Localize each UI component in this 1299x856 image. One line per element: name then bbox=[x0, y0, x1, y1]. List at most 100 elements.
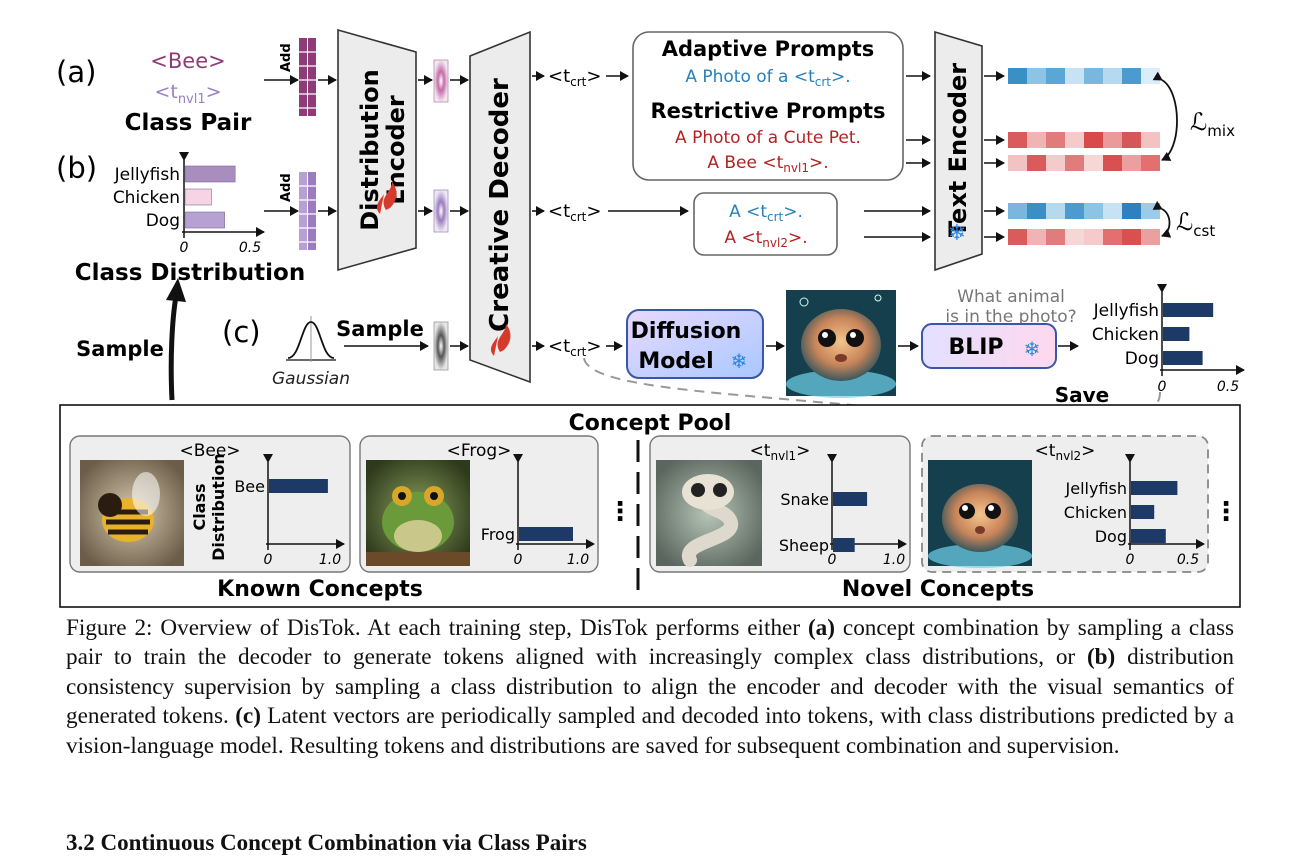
label-b: (b) bbox=[56, 151, 97, 185]
emb-adaptive-cell bbox=[1122, 68, 1141, 84]
restrictive-prompt-text2: A Bee <tnvl1>. bbox=[707, 153, 828, 175]
pred-dist-tick-0: 0 bbox=[1158, 379, 1167, 395]
emb-restrictive-1-cell bbox=[1027, 132, 1046, 148]
diffusion-model-line2: Model bbox=[638, 349, 713, 374]
emb-restrictive-2-cell bbox=[1122, 155, 1141, 171]
emb-restrictive-2-cell bbox=[1103, 155, 1122, 171]
card-nvl1-token: <tnvl1> bbox=[750, 441, 811, 463]
card-bee-label-bee: Bee bbox=[234, 477, 265, 496]
caption-intro: Overview of DisTok. At each training ste… bbox=[152, 615, 808, 641]
emb-restrictive-1-cell bbox=[1122, 132, 1141, 148]
tcrt-token-a: <tcrt> bbox=[548, 66, 601, 89]
save-label: Save bbox=[1055, 383, 1110, 407]
emb-crt-cell bbox=[1141, 203, 1160, 219]
sample-label-left: Sample bbox=[76, 337, 164, 361]
class-dist-bar-chicken bbox=[184, 188, 212, 206]
snowflake-icon-blip: ❄ bbox=[1024, 337, 1041, 361]
latent-block-a bbox=[433, 59, 449, 103]
emb-nvl2-cell bbox=[1084, 229, 1103, 245]
pred-dist-bar-jellyfish bbox=[1163, 303, 1214, 317]
more-novel-ellipsis: ⋮ bbox=[1213, 497, 1239, 527]
emb-nvl2-cell bbox=[1122, 229, 1141, 245]
emb-nvl2-cell bbox=[1141, 229, 1160, 245]
bee-image bbox=[80, 460, 184, 566]
emb-adaptive-cell bbox=[1027, 68, 1046, 84]
card-nvl2-label-dog: Dog bbox=[1095, 527, 1127, 546]
emb-restrictive-2-cell bbox=[1141, 155, 1160, 171]
fire-icon-encoder bbox=[376, 182, 397, 214]
emb-restrictive-1-cell bbox=[1084, 132, 1103, 148]
emb-nvl2-cell bbox=[1027, 229, 1046, 245]
pred-dist-bar-chicken bbox=[1163, 327, 1190, 341]
caption-b-text: distribution consistency supervision by … bbox=[66, 644, 1234, 730]
emb-crt-cell bbox=[1027, 203, 1046, 219]
fire-icon-decoder bbox=[490, 324, 511, 356]
next-section-heading: 3.2 Continuous Concept Combination via C… bbox=[66, 830, 587, 855]
novel-concepts-label: Novel Concepts bbox=[842, 577, 1034, 602]
prompt-box-b bbox=[693, 192, 838, 256]
text-encoder bbox=[934, 30, 983, 272]
card-frog-tick-0: 0 bbox=[514, 552, 523, 568]
card-bee-tick-1: 1.0 bbox=[319, 552, 341, 568]
class-dist-axis-label2: Distribution bbox=[209, 453, 228, 561]
emb-restrictive-2-cell bbox=[1046, 155, 1065, 171]
card-nvl2-tick-1: 0.5 bbox=[1177, 552, 1199, 568]
emb-crt-cell bbox=[1084, 203, 1103, 219]
more-known-ellipsis: ⋮ bbox=[607, 497, 633, 527]
prompt-b-text2: A <tnvl2>. bbox=[724, 228, 807, 250]
emb-crt-cell bbox=[1046, 203, 1065, 219]
card-nvl2-label-chicken: Chicken bbox=[1064, 503, 1127, 522]
emb-restrictive-2-cell bbox=[1065, 155, 1084, 171]
concept-pool-title: Concept Pool bbox=[569, 411, 732, 436]
class-dist-axis-label1: Class bbox=[190, 483, 209, 530]
snake-sheep-image bbox=[656, 460, 762, 567]
token-column-b bbox=[299, 172, 316, 250]
tcrt-token-c: <tcrt> bbox=[548, 336, 601, 359]
caption-a-text: concept combination by sampling a class … bbox=[66, 615, 1234, 671]
class-pair-token-bee: <Bee> bbox=[150, 49, 225, 73]
add-label-b: Add bbox=[279, 173, 294, 202]
caption-a-label: (a) bbox=[807, 615, 835, 641]
distribution-encoder bbox=[337, 28, 417, 272]
label-c: (c) bbox=[222, 315, 261, 349]
card-nvl1-tick-0: 0 bbox=[828, 552, 837, 568]
emb-restrictive-2-cell bbox=[1027, 155, 1046, 171]
card-nvl1-label-sheep: Sheep bbox=[779, 536, 829, 555]
class-distribution-label: Class Distribution bbox=[75, 260, 305, 286]
emb-nvl2-cell bbox=[1103, 229, 1122, 245]
class-dist-label-chicken: Chicken bbox=[113, 188, 180, 208]
caption-b-label: (b) bbox=[1086, 644, 1116, 671]
emb-adaptive-cell bbox=[1084, 68, 1103, 84]
diffusion-model-line1: Diffusion bbox=[631, 319, 742, 344]
token-column-a bbox=[299, 38, 316, 116]
emb-adaptive-cell bbox=[1141, 68, 1160, 84]
blip-label: BLIP bbox=[948, 335, 1003, 360]
class-dist-tick-05: 0.5 bbox=[239, 240, 261, 256]
text-encoder-label: Text Encoder bbox=[944, 63, 972, 237]
distribution-encoder-line2: Encoder bbox=[382, 95, 410, 205]
card-frog-label-frog: Frog bbox=[481, 525, 515, 544]
card-nvl2-bar-dog bbox=[1131, 529, 1166, 543]
adaptive-prompt-text: A Photo of a <tcrt>. bbox=[685, 67, 850, 89]
emb-adaptive-cell bbox=[1008, 68, 1027, 84]
prompt-box-a bbox=[632, 31, 904, 181]
adaptive-prompts-title: Adaptive Prompts bbox=[662, 37, 875, 61]
sample-arrow-head bbox=[166, 278, 186, 302]
emb-restrictive-1-cell bbox=[1141, 132, 1160, 148]
pred-dist-bar-dog bbox=[1163, 351, 1203, 365]
card-nvl2-token: <tnvl2> bbox=[1035, 441, 1096, 463]
sample-arrow-shaft bbox=[168, 295, 179, 401]
emb-crt-cell bbox=[1008, 203, 1027, 219]
snowflake-icon-text-encoder: ❄ bbox=[948, 221, 966, 246]
class-dist-label-jellyfish: Jellyfish bbox=[114, 165, 180, 185]
card-nvl1-tick-1: 1.0 bbox=[883, 552, 905, 568]
emb-restrictive-1-cell bbox=[1103, 132, 1122, 148]
blip-question-line2: is in the photo? bbox=[945, 307, 1076, 327]
emb-nvl2-cell bbox=[1065, 229, 1084, 245]
class-dist-tick-0: 0 bbox=[180, 240, 189, 256]
emb-adaptive-cell bbox=[1065, 68, 1084, 84]
class-dist-bar-dog bbox=[184, 211, 225, 229]
card-frog-bar-frog bbox=[519, 527, 573, 541]
